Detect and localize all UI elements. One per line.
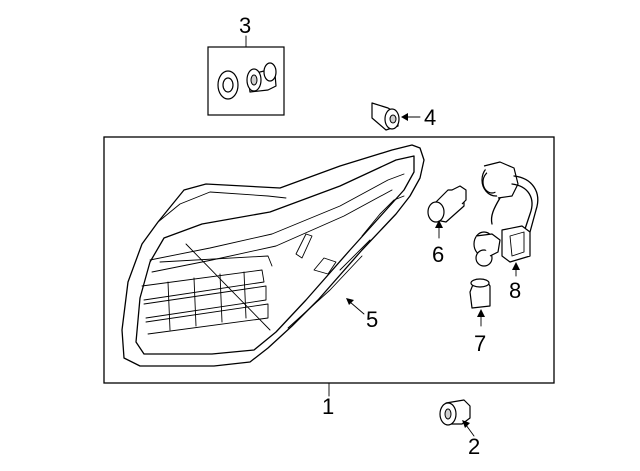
- washer-icon[interactable]: [217, 70, 239, 100]
- callout-2-leader: [465, 424, 475, 437]
- callout-8-arrow: [512, 262, 520, 270]
- callout-8[interactable]: 8: [509, 278, 521, 303]
- callout-5-arrow: [346, 298, 354, 305]
- grommet-icon[interactable]: [246, 62, 277, 93]
- clip-icon[interactable]: [371, 102, 400, 131]
- kit-box: [207, 46, 285, 116]
- callout-2[interactable]: 2: [468, 434, 480, 459]
- callout-3[interactable]: 3: [239, 13, 251, 38]
- callout-5-leader: [349, 301, 365, 315]
- callout-5[interactable]: 5: [366, 307, 378, 332]
- small-bulb-icon[interactable]: [469, 278, 491, 309]
- bulb-icon[interactable]: [427, 185, 467, 223]
- callout-2-arrow: [462, 420, 470, 428]
- callout-7[interactable]: 7: [474, 331, 486, 356]
- callout-7-arrow: [477, 309, 485, 317]
- callout-6-arrow: [435, 220, 443, 228]
- callout-4[interactable]: 4: [424, 105, 436, 130]
- callout-1[interactable]: 1: [322, 394, 334, 419]
- socket-harness-icon[interactable]: [473, 161, 539, 267]
- callout-6[interactable]: 6: [432, 242, 444, 267]
- callout-4-arrow: [401, 113, 408, 121]
- tail-lamp-icon[interactable]: [121, 144, 425, 367]
- bottom-clip-icon[interactable]: [439, 399, 471, 426]
